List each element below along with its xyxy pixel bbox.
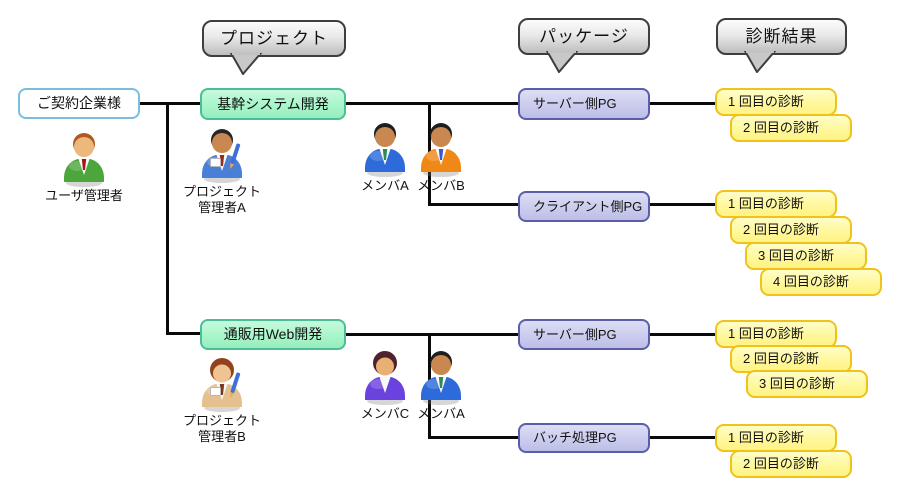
- package-serverpg1-label: サーバー側PG: [533, 96, 617, 111]
- project1-box: 基幹システム開発: [200, 88, 346, 120]
- package-batchpg-label: バッチ処理PG: [533, 430, 617, 445]
- pm-a-label-line1: プロジェクト: [182, 184, 261, 199]
- package-batchpg-box: バッチ処理PG: [518, 423, 650, 453]
- note-label: 4 回目の診断: [773, 274, 849, 289]
- member-c: メンバC: [352, 350, 418, 422]
- person-writing-icon: [172, 357, 272, 413]
- note-label: 3 回目の診断: [759, 376, 835, 391]
- connector-branch2-to-batchpg: [428, 436, 518, 439]
- package-serverpg1-box: サーバー側PG: [518, 88, 650, 120]
- package-clientpg-box: クライアント側PG: [518, 191, 650, 222]
- note-label: 1 回目の診断: [728, 430, 804, 445]
- callout-package-label: パッケージ: [539, 27, 629, 46]
- note-label: 2 回目の診断: [743, 456, 819, 471]
- project1-label: 基幹システム開発: [217, 96, 329, 112]
- connector-branch1-to-clientpg: [428, 203, 518, 206]
- note-p2pkg2-r1: 1 回目の診断: [715, 424, 837, 452]
- project-manager-b: プロジェクト 管理者B: [172, 357, 272, 445]
- member-b-label: メンバB: [417, 178, 465, 193]
- note-label: 1 回目の診断: [728, 196, 804, 211]
- project2-box: 通販用Web開発: [200, 319, 346, 350]
- callout-project: プロジェクト: [202, 20, 346, 75]
- note-label: 1 回目の診断: [728, 326, 804, 341]
- pm-a-label-line2: 管理者A: [198, 200, 246, 215]
- note-p1pkg1-r2: 2 回目の診断: [730, 114, 852, 142]
- person-writing-icon: [172, 128, 272, 184]
- callout-result-label: 診断結果: [745, 27, 818, 46]
- connector-trunk-to-project2: [166, 332, 200, 335]
- member-b: メンバB: [408, 122, 474, 194]
- callout-tail-icon: [229, 53, 263, 75]
- member-a1-label: メンバA: [361, 178, 409, 193]
- callout-tail-icon: [743, 51, 777, 73]
- connector-clientpg-to-notes: [650, 203, 715, 206]
- note-p2pkg1-r1: 1 回目の診断: [715, 320, 837, 348]
- user-administrator: ユーザ管理者: [38, 132, 130, 204]
- person-blue-suit-icon: [352, 122, 418, 178]
- member-a2: メンバA: [408, 350, 474, 422]
- callout-tail-icon: [545, 51, 579, 73]
- note-label: 1 回目の診断: [728, 94, 804, 109]
- person-orange-suit-icon: [408, 122, 474, 178]
- note-label: 2 回目の診断: [743, 120, 819, 135]
- note-p1pkg2-r2: 2 回目の診断: [730, 216, 852, 244]
- project2-label: 通販用Web開発: [223, 326, 323, 342]
- note-p1pkg2-r3: 3 回目の診断: [745, 242, 867, 270]
- connector-serverpg1-to-notes: [650, 102, 715, 105]
- member-a1: メンバA: [352, 122, 418, 194]
- note-p2pkg2-r2: 2 回目の診断: [730, 450, 852, 478]
- pm-b-label-line2: 管理者B: [198, 429, 246, 444]
- connector-serverpg2-to-notes: [650, 333, 715, 336]
- note-label: 2 回目の診断: [743, 351, 819, 366]
- package-clientpg-label: クライアント側PG: [533, 199, 643, 214]
- user-admin-label: ユーザ管理者: [45, 188, 123, 203]
- company-box: ご契約企業様: [18, 88, 140, 119]
- person-purple-blouse-icon: [352, 350, 418, 406]
- member-a2-label: メンバA: [417, 406, 465, 421]
- note-p2pkg1-r2: 2 回目の診断: [730, 345, 852, 373]
- note-label: 3 回目の診断: [758, 248, 834, 263]
- callout-project-label: プロジェクト: [220, 29, 328, 48]
- note-p1pkg1-r1: 1 回目の診断: [715, 88, 837, 116]
- connector-project2-to-package: [346, 333, 518, 336]
- package-serverpg2-label: サーバー側PG: [533, 327, 617, 342]
- connector-trunk-vertical: [166, 102, 169, 335]
- callout-result: 診断結果: [716, 18, 847, 73]
- company-label: ご契約企業様: [37, 95, 121, 111]
- connector-project1-to-package: [346, 102, 518, 105]
- callout-package: パッケージ: [518, 18, 650, 73]
- person-blue-suit-icon: [408, 350, 474, 406]
- note-p1pkg2-r4: 4 回目の診断: [760, 268, 882, 296]
- note-p2pkg1-r3: 3 回目の診断: [746, 370, 868, 398]
- pm-b-label-line1: プロジェクト: [182, 413, 261, 428]
- note-label: 2 回目の診断: [743, 222, 819, 237]
- person-green-suit-icon: [38, 132, 130, 188]
- member-c-label: メンバC: [360, 406, 410, 421]
- package-serverpg2-box: サーバー側PG: [518, 319, 650, 350]
- connector-company-to-project1: [140, 102, 200, 105]
- connector-batchpg-to-notes: [650, 436, 715, 439]
- note-p1pkg2-r1: 1 回目の診断: [715, 190, 837, 218]
- project-manager-a: プロジェクト 管理者A: [172, 128, 272, 216]
